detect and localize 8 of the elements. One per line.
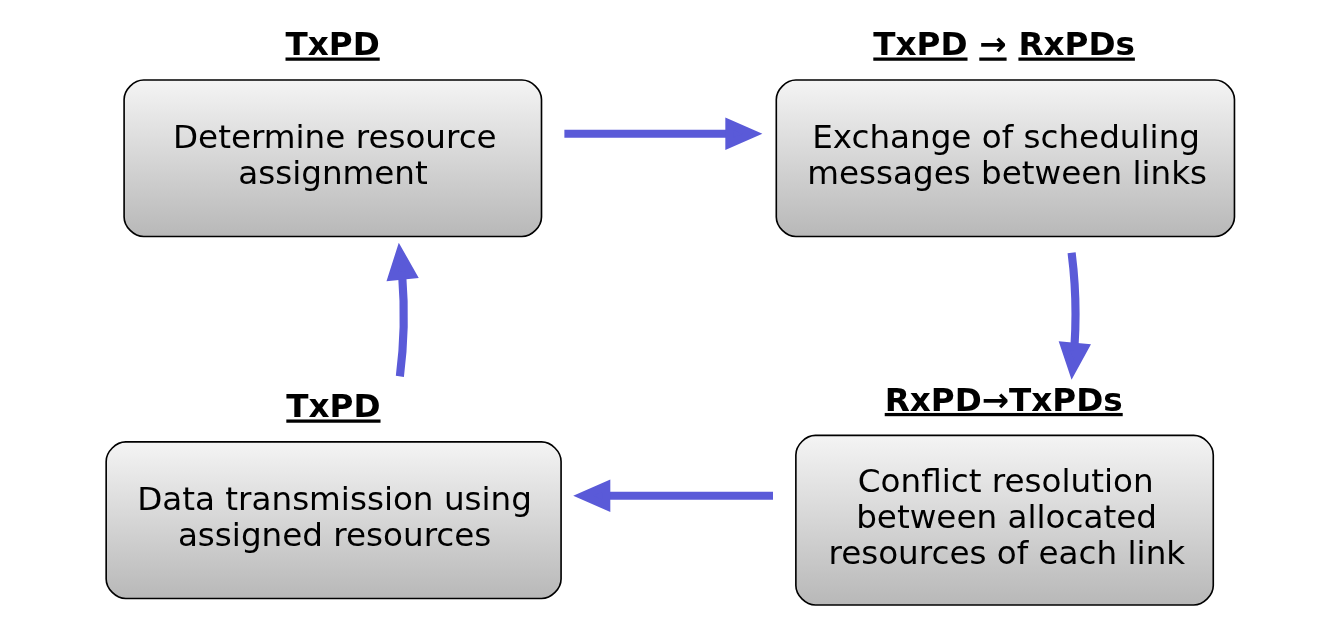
- arrow: [386, 242, 419, 377]
- arrow: [572, 479, 773, 512]
- arrow: [1058, 252, 1091, 380]
- node-label: RxPD→TxPDs: [884, 380, 1123, 419]
- node-label: TxPD → RxPDs: [872, 25, 1135, 64]
- node-label: TxPD: [285, 25, 380, 64]
- arrow: [563, 117, 762, 150]
- node-label: TxPD: [285, 387, 381, 426]
